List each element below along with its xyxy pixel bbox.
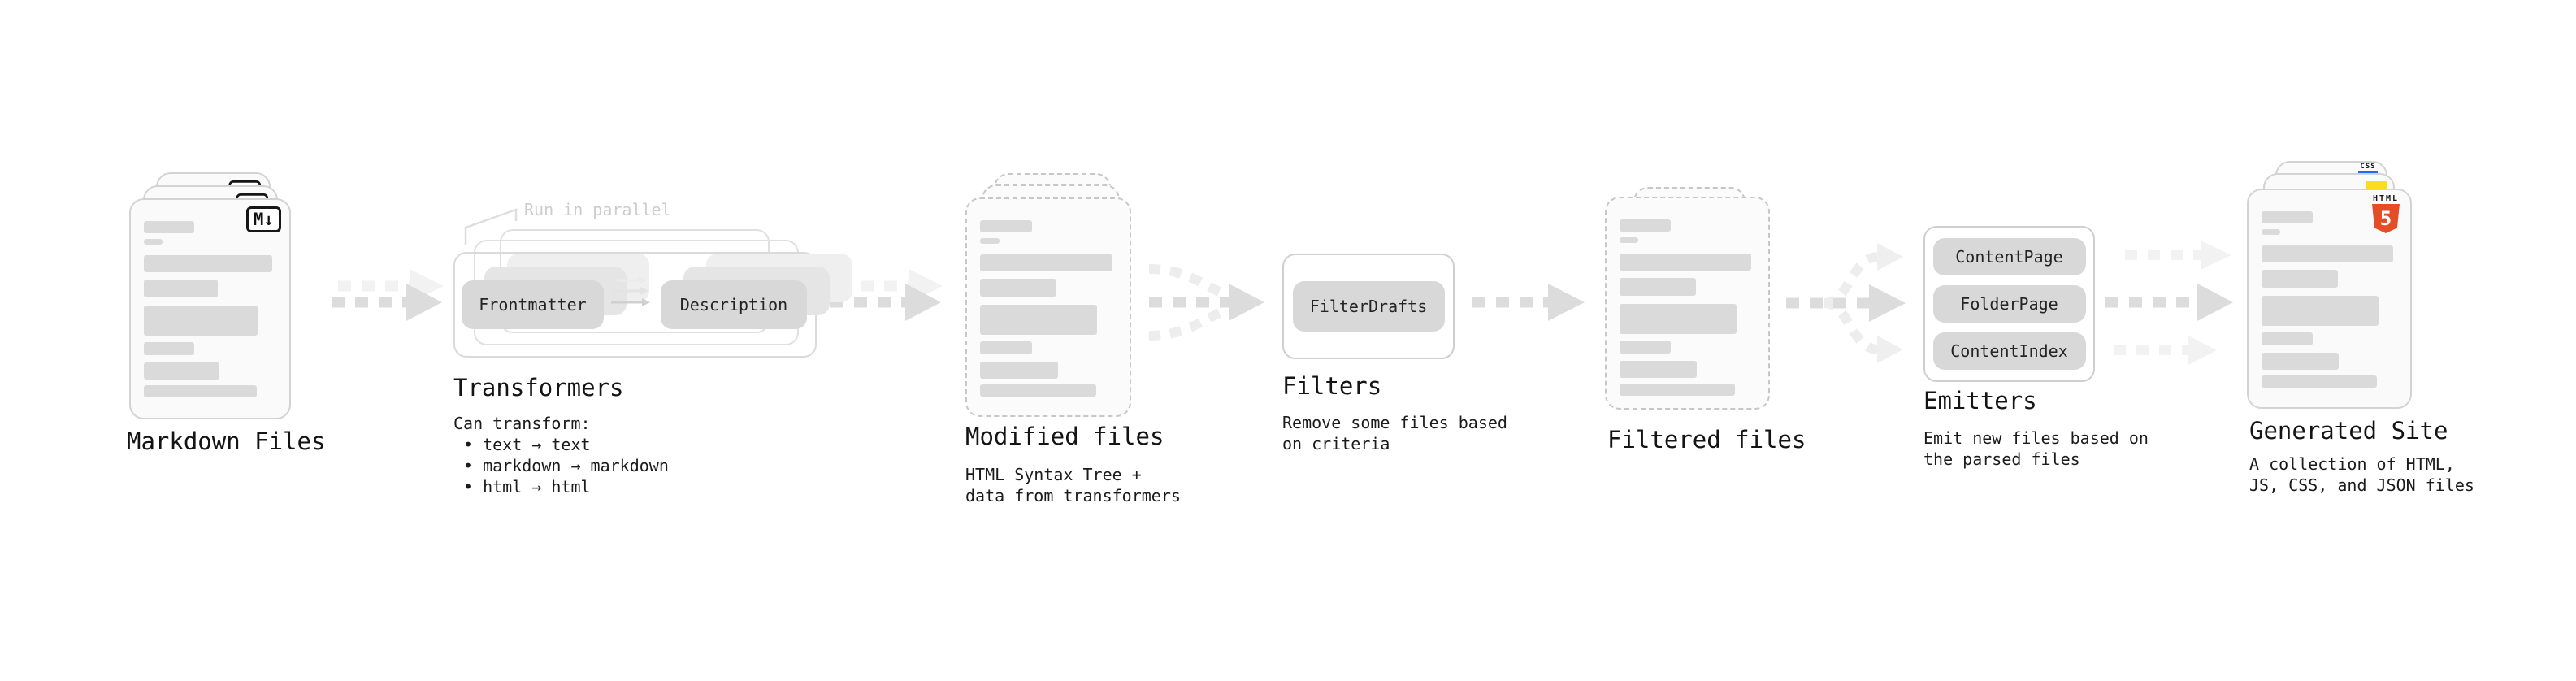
stage-description-emitters: Emit new files based on the parsed files [1923, 427, 2149, 470]
placeholder-bar [980, 341, 1032, 354]
placeholder-bar [2262, 229, 2281, 235]
placeholder-bar [980, 220, 1032, 232]
filtered-file-card-front [1605, 197, 1770, 410]
placeholder-bar [1620, 219, 1672, 232]
js-badge [2366, 181, 2387, 190]
html5-shield: 5 [2372, 204, 2400, 233]
stage-title-filters: Filters [1282, 372, 1382, 400]
stage-title-transformers: Transformers [453, 374, 624, 401]
placeholder-bar [1620, 340, 1672, 354]
document-placeholder-lines [131, 200, 289, 397]
placeholder-bar [2262, 332, 2314, 345]
generated-desc-line: A collection of HTML, [2249, 454, 2455, 474]
generated-desc-line: JS, CSS, and JSON files [2249, 475, 2474, 495]
stage-title-filtered-files: Filtered files [1607, 426, 1806, 453]
placeholder-bar [144, 255, 273, 272]
emitters-box: ContentPage FolderPage ContentIndex [1923, 226, 2095, 382]
placeholder-bar [2262, 245, 2393, 262]
document-placeholder-lines [1607, 198, 1768, 396]
transformers-bullet: • html → html [463, 477, 591, 497]
document-placeholder-lines [2249, 190, 2410, 388]
placeholder-bar [1620, 237, 1639, 243]
parallel-arrows-icon [611, 276, 650, 306]
placeholder-bar [1620, 384, 1735, 396]
stage-description-transformers: Can transform: • text → text • markdown … [453, 413, 669, 497]
stage-title-modified-files: Modified files [965, 423, 1164, 450]
arrow-markdown-to-transformers [332, 269, 444, 321]
placeholder-bar [1620, 254, 1751, 271]
run-in-parallel-note: Run in parallel [524, 200, 671, 219]
placeholder-bar [980, 362, 1058, 379]
placeholder-bar [144, 221, 194, 233]
placeholder-bar [980, 305, 1098, 335]
document-placeholder-lines [967, 199, 1130, 397]
placeholder-bar [980, 384, 1096, 397]
contentpage-pill: ContentPage [1932, 238, 2086, 275]
arrows-emitters-to-generated [2105, 241, 2233, 365]
arrow-filters-to-filtered [1472, 284, 1585, 321]
generated-html-card: HTML 5 [2247, 189, 2412, 409]
emitters-desc-line: the parsed files [1923, 449, 2080, 469]
placeholder-bar [1620, 361, 1698, 378]
arrow-modified-to-filters-merge [1148, 264, 1264, 340]
transformers-bullet: • markdown → markdown [463, 456, 669, 475]
contentindex-pill: ContentIndex [1932, 332, 2086, 370]
placeholder-bar [980, 238, 1000, 244]
placeholder-bar [144, 362, 219, 380]
filters-desc-line: on criteria [1282, 434, 1390, 453]
stage-description-generated-site: A collection of HTML, JS, CSS, and JSON … [2249, 453, 2474, 496]
placeholder-bar [144, 280, 219, 297]
placeholder-bar [2262, 296, 2379, 326]
stage-title-emitters: Emitters [1923, 387, 2037, 414]
placeholder-bar [2262, 270, 2338, 288]
placeholder-bar [144, 342, 194, 355]
stage-description-modified-files: HTML Syntax Tree + data from transformer… [965, 464, 1181, 506]
placeholder-bar [1620, 278, 1696, 296]
modified-file-card-front [965, 197, 1131, 417]
css-badge-label: CSS [2360, 163, 2376, 171]
stage-title-generated-site: Generated Site [2249, 417, 2448, 445]
markdown-badge: M↓ [245, 206, 281, 232]
run-in-parallel-leader-line [464, 208, 518, 245]
placeholder-bar [980, 254, 1112, 271]
placeholder-bar [2262, 353, 2340, 370]
filterdrafts-pill: FilterDrafts [1292, 281, 1445, 332]
html5-icon: HTML 5 [2369, 194, 2403, 233]
placeholder-bar [1620, 304, 1737, 334]
placeholder-bar [144, 306, 258, 336]
placeholder-bar [980, 279, 1057, 297]
placeholder-bar [144, 239, 163, 245]
emitters-desc-line: Emit new files based on [1923, 428, 2149, 448]
modified-desc-line: data from transformers [965, 486, 1181, 505]
placeholder-bar [2262, 211, 2314, 223]
stage-title-markdown-files: Markdown Files [127, 427, 326, 455]
html5-word: HTML [2372, 194, 2400, 203]
folderpage-pill: FolderPage [1932, 285, 2086, 323]
frontmatter-pill: Frontmatter [462, 280, 604, 329]
placeholder-bar [144, 385, 257, 397]
arrow-filtered-to-emitters-split [1786, 243, 1906, 363]
filters-desc-line: Remove some files based [1282, 413, 1507, 432]
transformers-bullet: • text → text [463, 435, 591, 454]
stage-description-filters: Remove some files based on criteria [1282, 412, 1507, 454]
filters-box: FilterDrafts [1282, 254, 1455, 359]
markdown-file-card-front: M↓ [129, 198, 291, 419]
description-pill: Description [661, 280, 807, 329]
transformers-desc-title: Can transform: [453, 414, 591, 433]
modified-desc-line: HTML Syntax Tree + [965, 465, 1142, 484]
placeholder-bar [2262, 375, 2377, 388]
